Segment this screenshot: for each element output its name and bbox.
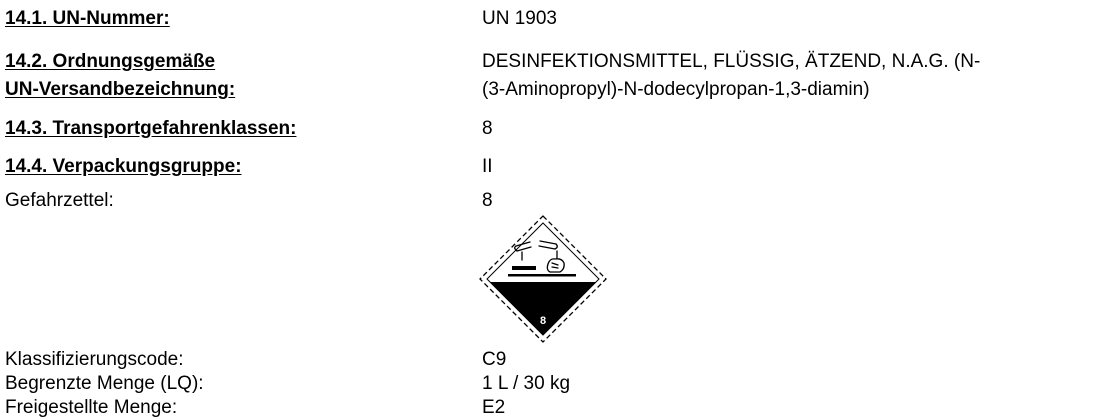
hazard-label-value: 8 xyxy=(482,190,493,211)
classification-code-value: C9 xyxy=(482,349,507,370)
classification-code-label: Klassifizierungscode: xyxy=(5,349,184,370)
shipping-name-label-line1: 14.2. Ordnungsgemäße xyxy=(5,51,216,72)
hazard-class-label: 14.3. Transportgefahrenklassen: xyxy=(5,118,297,139)
limited-quantity-label: Begrenzte Menge (LQ): xyxy=(5,373,204,394)
corrosive-hazard-placard-icon xyxy=(479,215,607,343)
un-number-value: UN 1903 xyxy=(482,8,557,29)
limited-quantity-value: 1 L / 30 kg xyxy=(482,373,571,394)
shipping-name-value-line2: (3-Aminopropyl)-N-dodecylpropan-1,3-diam… xyxy=(482,79,870,100)
placard-class-number: 8 xyxy=(539,315,547,327)
un-number-label: 14.1. UN-Nummer: xyxy=(5,8,170,29)
hazard-class-value: 8 xyxy=(482,118,493,139)
shipping-name-value-line1: DESINFEKTIONSMITTEL, FLÜSSIG, ÄTZEND, N.… xyxy=(482,51,981,72)
excepted-quantity-label: Freigestellte Menge: xyxy=(5,397,178,418)
packing-group-value: II xyxy=(482,156,493,177)
shipping-name-label-line2: UN-Versandbezeichnung: xyxy=(5,79,236,100)
packing-group-label: 14.4. Verpackungsgruppe: xyxy=(5,156,242,177)
hazard-label-label: Gefahrzettel: xyxy=(5,190,114,211)
excepted-quantity-value: E2 xyxy=(482,397,506,418)
